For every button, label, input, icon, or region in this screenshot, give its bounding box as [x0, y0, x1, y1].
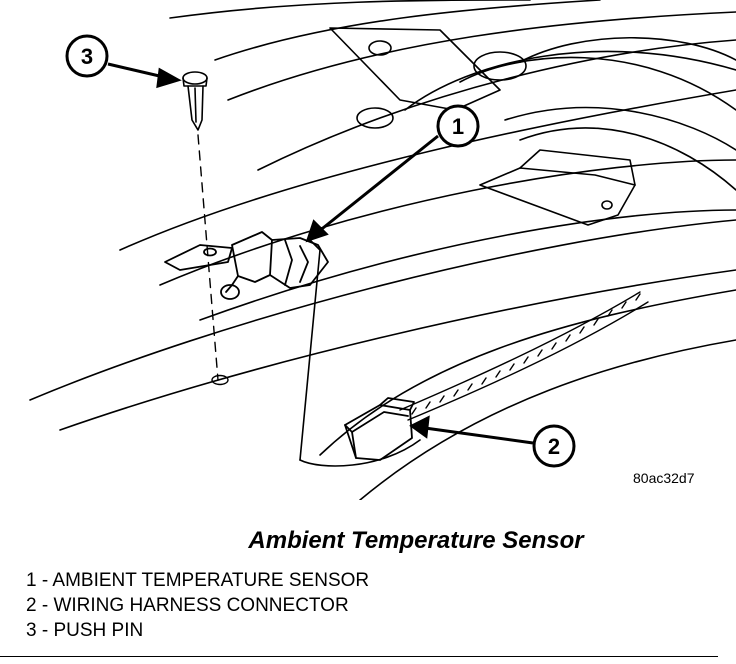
- svg-text:2: 2: [548, 434, 560, 459]
- svg-text:3: 3: [81, 44, 93, 69]
- harness-connector-shape: [344, 397, 415, 461]
- leader-line-1: [317, 134, 439, 234]
- callout-3: 3: [65, 34, 109, 78]
- figure-caption: Ambient Temperature Sensor: [248, 527, 584, 554]
- legend-item: 2 - WIRING HARNESS CONNECTOR: [26, 595, 349, 616]
- push-pin-shape: [182, 71, 208, 131]
- legend-item: 1 - AMBIENT TEMPERATURE SENSOR: [26, 570, 370, 591]
- legend-item: 3 - PUSH PIN: [26, 620, 144, 641]
- sensor-shape: [164, 231, 329, 300]
- figure-id: 80ac32d7: [633, 470, 695, 486]
- wiring-harness-cable: [399, 291, 649, 421]
- bottom-divider: [0, 656, 718, 657]
- callout-2: 2: [532, 424, 576, 468]
- leader-line-2: [424, 426, 534, 445]
- arrowhead-2: [409, 415, 430, 439]
- mounting-bracket: [479, 149, 636, 226]
- arrowhead-3: [156, 67, 182, 89]
- callout-1: 1: [436, 104, 480, 148]
- legend-list: 1 - AMBIENT TEMPERATURE SENSOR 2 - WIRIN…: [26, 568, 369, 643]
- alignment-dashed-line: [197, 134, 219, 381]
- arrowhead-1: [305, 219, 329, 243]
- body-panel-lines: [29, 0, 736, 500]
- diagram-illustration: 1 2 3: [29, 0, 736, 500]
- svg-text:1: 1: [452, 114, 464, 139]
